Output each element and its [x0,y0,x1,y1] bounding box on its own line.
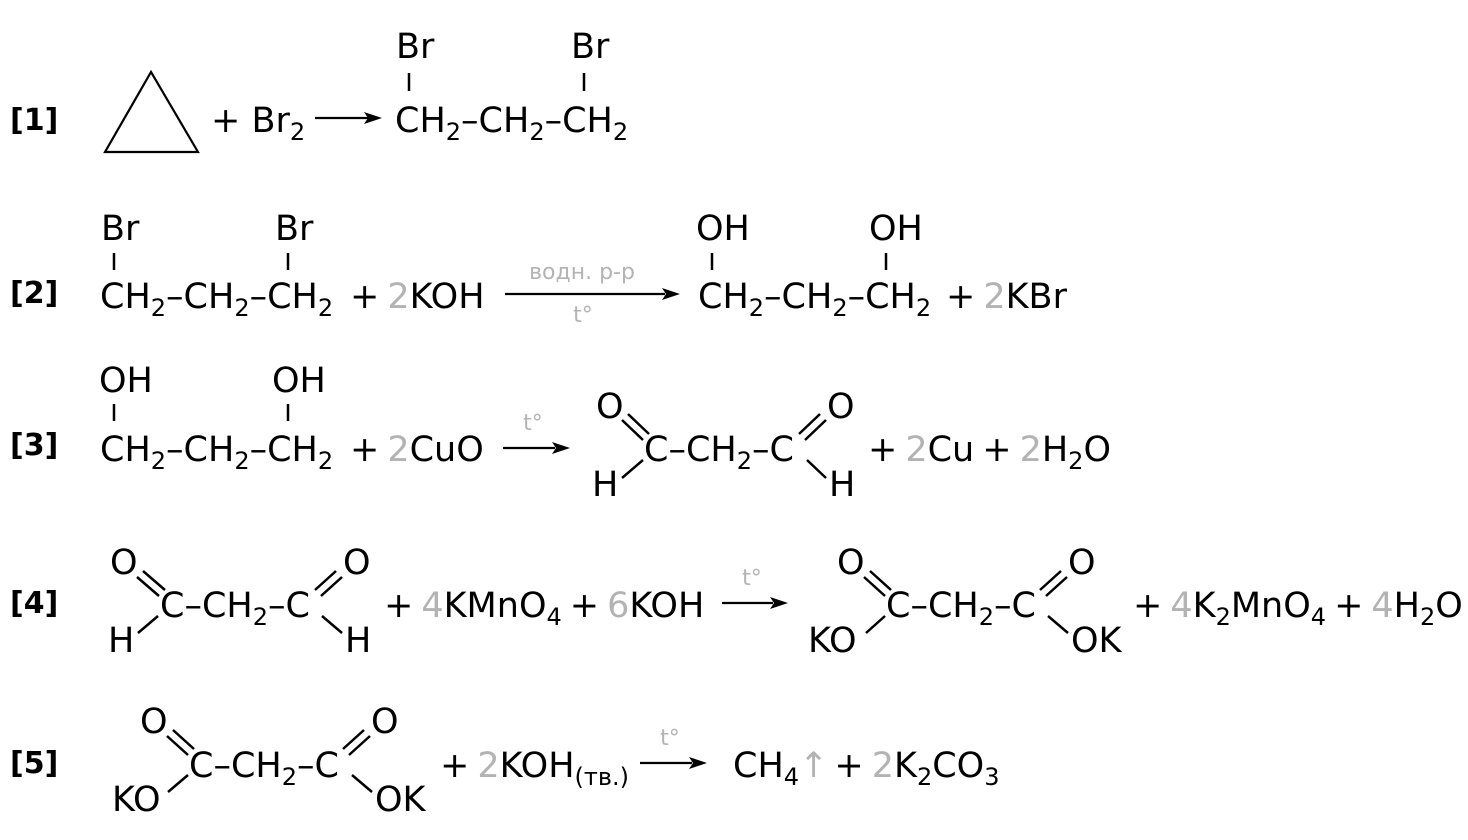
reaction-label: [4] [10,586,58,621]
reagents: +4KMnO4+6KOH [384,586,704,631]
oxygen-label: O [596,387,624,427]
double-bond [798,413,821,435]
product-dibromopropane: Br Br CH2–CH2–CH2 [395,27,628,146]
oxygen-label: O [827,387,855,427]
double-bond [869,570,892,591]
ko-label: KO [808,621,857,661]
bond [137,615,159,634]
substituent-label: OH [696,209,750,249]
carbon-chain: C–CH2–C [644,430,794,475]
oxygen-label: O [371,702,399,742]
oxygen-label: O [140,702,168,742]
double-bond [314,570,337,591]
substituent-label: OH [869,209,923,249]
bond [167,774,189,793]
substituent-label: Br [275,209,314,249]
products: CH4↑+2K2CO3 [733,746,1000,791]
substituent-label: Br [101,209,140,249]
double-bond [1045,576,1068,597]
hydrogen-label: H [108,621,134,661]
product-propanediol: OH OH CH2–CH2–CH2 [696,209,931,322]
hydrogen-label: H [829,465,855,505]
product-potassium-malonate: O O C–CH2–C KO OK [808,543,1123,661]
bond [621,459,644,479]
gas-evolution-arrow-icon: ↑ [799,746,828,786]
reaction-arrow [722,597,788,609]
condition-text: t° [742,566,762,591]
bond [865,615,886,634]
ok-label: OK [375,780,427,820]
byproduct-kbr: +2KBr [946,277,1068,317]
condition-text: t° [573,303,593,328]
condition-text: t° [523,411,543,436]
reaction-arrow [503,442,570,454]
double-bond [166,735,189,756]
carbon-chain: C–CH2–C [160,586,310,631]
reagent-koh: +2KOH [350,277,485,317]
bond [351,774,373,793]
reagent-cuo: +2CuO [350,430,484,470]
carbon-chain: C–CH2–C [189,746,339,791]
double-bond [1039,570,1062,591]
reaction-label: [3] [10,428,58,463]
bond [321,615,343,634]
reaction-arrow [640,757,707,769]
product-propanedial: O O C–CH2–C H H [592,387,855,505]
double-bond [863,576,886,597]
condition-text: водн. р-р [529,260,635,285]
bond [1047,615,1069,634]
double-bond [348,735,371,756]
reaction-2: [2] Br Br CH2–CH2–CH2 +2KOH водн. р-р t°… [10,209,1068,328]
reactant-potassium-malonate: O O C–CH2–C KO OK [112,702,427,820]
reaction-label: [1] [10,103,58,138]
carbon-chain: CH2–CH2–CH2 [100,277,333,322]
oxygen-label: O [837,543,865,583]
bromine-reagent: + Br2 [211,101,305,146]
substituent-label: Br [571,27,610,67]
carbon-chain: CH2–CH2–CH2 [698,277,931,322]
substituent-label: OH [99,361,153,401]
double-bond [621,419,644,441]
reactant-propanediol: OH OH CH2–CH2–CH2 [99,361,333,475]
reactant-propanedial: O O C–CH2–C H H [108,543,371,661]
reaction-arrow [315,112,382,124]
ko-label: KO [112,780,161,820]
condition-text: t° [660,726,680,751]
reaction-arrow [505,288,680,300]
double-bond [172,729,195,750]
reaction-label: [2] [10,276,58,311]
double-bond [627,413,650,435]
double-bond [142,570,166,591]
reactant-dibromopropane: Br Br CH2–CH2–CH2 [100,209,333,322]
carbon-chain: CH2–CH2–CH2 [395,101,628,146]
double-bond [804,419,827,441]
oxygen-label: O [1068,543,1096,583]
oxygen-label: O [110,543,138,583]
oxygen-label: O [343,543,371,583]
carbon-chain: C–CH2–C [886,586,1036,631]
byproducts: +4K2MnO4+4H2O [1133,586,1463,631]
byproducts: +2Cu+2H2O [868,430,1111,475]
reaction-5: [5] O O C–CH2–C KO OK +2KOH(тв.) t° CH4↑… [10,702,1000,820]
reaction-4: [4] O O C–CH2–C H H +4KMnO4+6KOH t° O O [10,543,1463,661]
substituent-label: OH [272,361,326,401]
reaction-1: [1] + Br2 Br Br CH2–CH2–CH2 [10,27,628,154]
cyclopropane-ring [103,69,200,154]
ok-label: OK [1071,621,1123,661]
reagent-solid-koh: +2KOH(тв.) [440,746,629,791]
hydrogen-label: H [592,465,618,505]
double-bond [320,576,343,597]
hydrogen-label: H [345,621,371,661]
reaction-label: [5] [10,746,58,781]
carbon-chain: CH2–CH2–CH2 [100,430,333,475]
bond [806,459,827,479]
substituent-label: Br [396,27,435,67]
double-bond [342,729,365,750]
double-bond [136,576,160,597]
reaction-3: [3] OH OH CH2–CH2–CH2 +2CuO t° O O C–CH2… [10,361,1111,505]
